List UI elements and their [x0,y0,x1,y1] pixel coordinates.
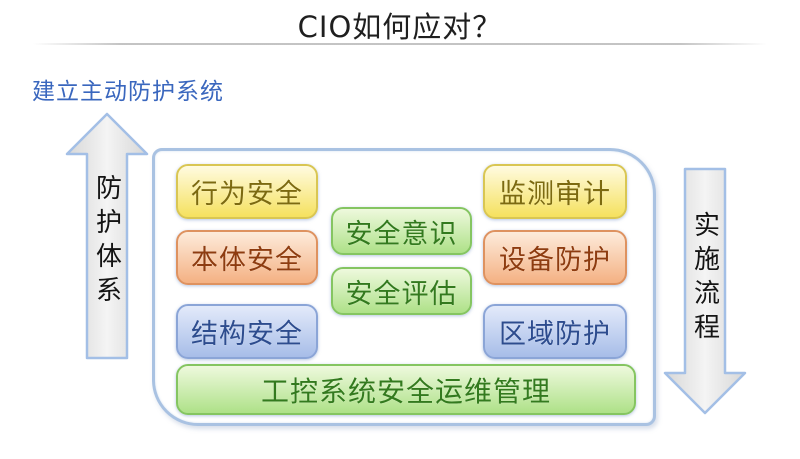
protection-system-label: 防护体系 [91,174,122,310]
box-equipment-protection: 设备防护 [483,230,627,285]
box-structure-security: 结构安全 [176,304,318,359]
box-label: 结构安全 [191,319,303,350]
box-label: 监测审计 [499,179,611,210]
down-arrow-icon [663,167,747,415]
box-ics-ops-management: 工控系统安全运维管理 [176,364,636,415]
protection-system-arrow: 防护体系 [65,112,149,360]
security-framework-panel: 行为安全 本体安全 结构安全 安全意识 安全评估 监测审计 设备防护 区域防护 … [152,148,656,426]
box-label: 本体安全 [191,245,303,276]
box-label: 行为安全 [191,179,303,210]
page-title: CIO如何应对？ [297,10,503,44]
box-label: 工控系统安全运维管理 [260,374,551,408]
box-monitoring-audit: 监测审计 [483,164,627,219]
box-security-awareness: 安全意识 [331,207,472,255]
subtitle: 建立主动防护系统 [32,79,224,105]
box-ontology-security: 本体安全 [176,230,318,285]
box-security-assessment: 安全评估 [331,267,472,315]
box-label: 安全意识 [345,218,458,250]
box-label: 区域防护 [499,319,611,350]
title-divider [33,43,767,45]
implementation-flow-label: 实施流程 [689,211,720,347]
box-label: 安全评估 [345,278,458,310]
up-arrow-icon [65,112,149,360]
box-zone-protection: 区域防护 [483,304,627,359]
box-behavior-security: 行为安全 [176,164,318,219]
implementation-flow-arrow: 实施流程 [663,167,747,415]
box-label: 设备防护 [499,245,611,276]
